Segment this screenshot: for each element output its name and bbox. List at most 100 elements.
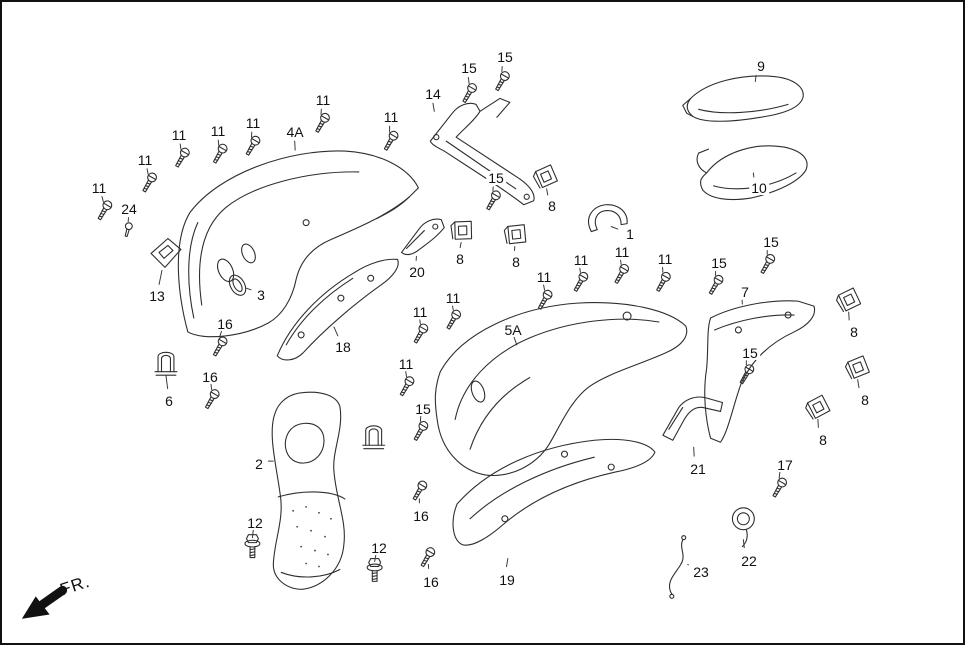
screw-icon xyxy=(492,69,512,93)
part-callout-2: 2 xyxy=(253,456,265,472)
part-callout-11: 11 xyxy=(313,92,333,108)
screw-icon xyxy=(706,273,726,297)
part-callout-17: 17 xyxy=(775,457,795,473)
part-callout-11: 11 xyxy=(169,127,189,143)
screw-icon xyxy=(769,476,789,500)
screw-icon xyxy=(312,111,332,135)
part-callout-11: 11 xyxy=(243,115,263,131)
screw-icon xyxy=(95,198,114,222)
part-4a-front-side-cover xyxy=(177,150,419,338)
screw-icon xyxy=(653,270,673,294)
part-callout-11: 11 xyxy=(89,180,109,196)
part-callout-4a: 4A xyxy=(284,124,306,140)
part-callout-8: 8 xyxy=(546,198,558,214)
screw-icon xyxy=(210,142,230,166)
part-callout-1: 1 xyxy=(624,226,636,242)
part-callout-13: 13 xyxy=(147,288,167,304)
part-callout-11: 11 xyxy=(655,251,675,267)
part-21-bracket xyxy=(662,396,724,441)
part-callout-23: 23 xyxy=(691,564,711,580)
part-callout-24: 24 xyxy=(119,201,139,217)
screw-icon xyxy=(443,308,463,332)
screw-icon xyxy=(418,545,437,569)
part-callout-11: 11 xyxy=(135,152,155,168)
part-callout-19: 19 xyxy=(497,572,517,588)
part-5a-rear-side-cover xyxy=(434,302,688,477)
part-callout-21: 21 xyxy=(688,461,708,477)
part-callout-11: 11 xyxy=(571,252,591,268)
screw-icon xyxy=(571,270,590,294)
part-18-side-cover-stay xyxy=(276,258,399,361)
part-23-cable xyxy=(668,535,687,599)
clip-icon xyxy=(502,221,529,247)
part-callout-15: 15 xyxy=(486,170,506,186)
part-callout-8: 8 xyxy=(510,254,522,270)
screw-icon xyxy=(611,262,631,286)
front-direction-arrow xyxy=(21,585,68,619)
part-9-rear-cover-upper xyxy=(682,75,804,122)
leader-lines xyxy=(101,66,860,569)
part-callout-12: 12 xyxy=(369,540,389,556)
screw-icon xyxy=(381,129,401,153)
part-7-side-trim xyxy=(704,300,816,443)
screw-icon xyxy=(243,134,262,158)
screw-icon xyxy=(411,419,430,443)
part-callout-8: 8 xyxy=(859,392,871,408)
part-callout-11: 11 xyxy=(381,109,401,125)
uclip-icon xyxy=(362,425,386,450)
part-callout-15: 15 xyxy=(413,401,433,417)
part-22-ring xyxy=(731,507,755,548)
part-2-center-cover xyxy=(271,391,346,590)
part-callout-16: 16 xyxy=(215,316,235,332)
screw-icon xyxy=(202,387,222,411)
part-callout-14: 14 xyxy=(423,86,443,102)
pin-icon xyxy=(122,221,134,238)
part-callout-12: 12 xyxy=(245,515,265,531)
screw-icon xyxy=(397,374,416,398)
screw-icon xyxy=(483,188,503,212)
screw-icon xyxy=(757,252,777,276)
part-callout-8: 8 xyxy=(454,251,466,267)
screw-icon xyxy=(210,334,230,358)
part-callout-11: 11 xyxy=(208,123,228,139)
part-callout-11: 11 xyxy=(534,269,554,285)
part-callout-8: 8 xyxy=(817,432,829,448)
clip-icon xyxy=(843,354,871,380)
part-20-bracket xyxy=(400,218,445,256)
part-callout-20: 20 xyxy=(407,264,427,280)
part-callout-18: 18 xyxy=(333,339,353,355)
part-callout-11: 11 xyxy=(396,356,416,372)
clip-icon xyxy=(803,393,832,421)
part-callout-16: 16 xyxy=(200,369,220,385)
part-callout-9: 9 xyxy=(755,58,767,74)
clip-icon xyxy=(531,163,559,190)
part-callout-11: 11 xyxy=(612,244,632,260)
part-callout-15: 15 xyxy=(495,49,515,65)
part-3-grommet xyxy=(228,274,247,296)
part-callout-16: 16 xyxy=(421,574,441,590)
part-callout-10: 10 xyxy=(749,180,769,196)
screw-icon xyxy=(410,478,429,503)
clip-icon xyxy=(834,286,863,313)
screw-icon xyxy=(411,321,430,346)
part-13-plate xyxy=(150,237,182,268)
part-callout-8: 8 xyxy=(848,324,860,340)
screw-icon xyxy=(172,146,192,170)
part-14-bracket xyxy=(429,97,535,206)
screw-icon xyxy=(459,81,479,105)
part-1-clamp xyxy=(588,204,628,233)
part-callout-3: 3 xyxy=(255,287,267,303)
screw-icon xyxy=(139,170,159,194)
part-19-under-cover xyxy=(452,438,656,546)
clip-icon xyxy=(447,216,476,244)
part-callout-6: 6 xyxy=(163,393,175,409)
part-callout-16: 16 xyxy=(411,508,431,524)
part-callout-22: 22 xyxy=(739,553,759,569)
part-callout-11: 11 xyxy=(443,290,463,306)
uclip-icon xyxy=(154,351,178,376)
part-callout-15: 15 xyxy=(459,60,479,76)
part-callout-15: 15 xyxy=(740,345,760,361)
part-callout-5a: 5A xyxy=(502,322,524,338)
